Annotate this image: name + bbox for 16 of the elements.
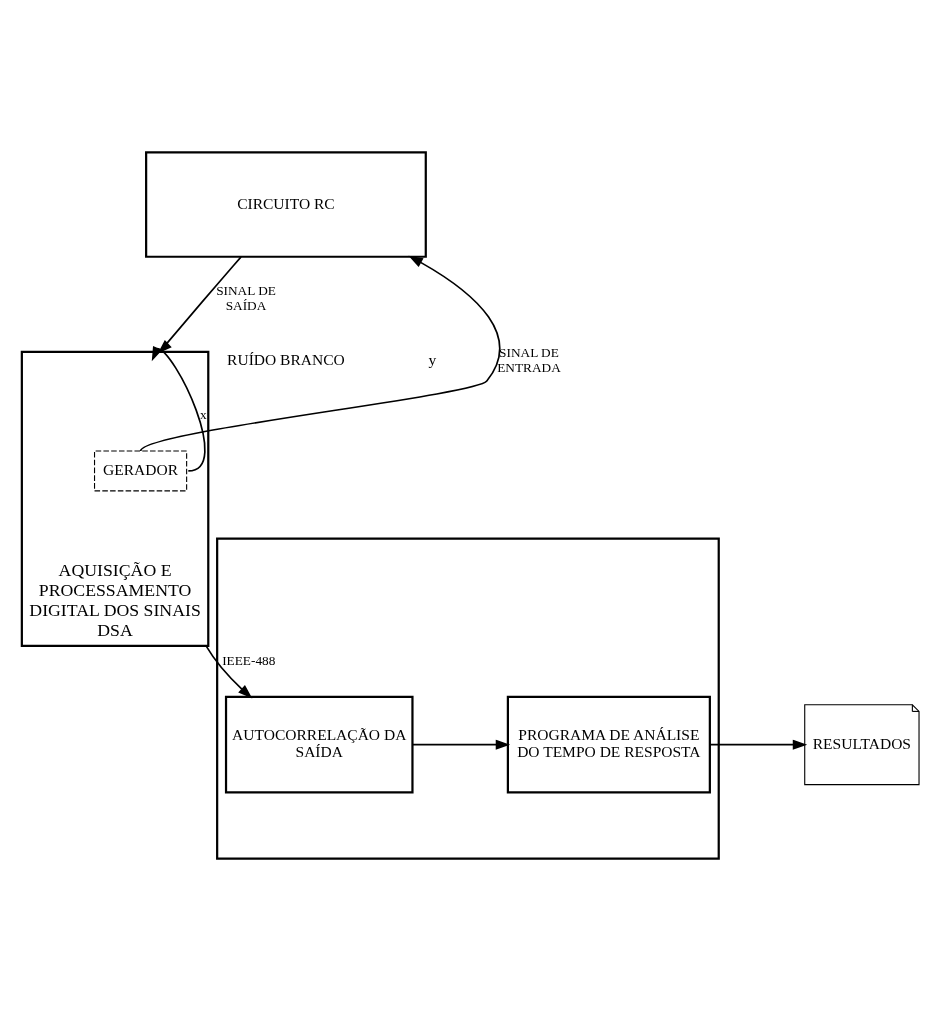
arrow [709,739,808,750]
node-box: AUTOCORRELAÇÃO DA SAÍDA [224,695,414,794]
label: RUÍDO BRANCO [227,351,345,369]
edge-label: x [199,407,207,423]
edge-label: IEEE-488 [222,653,276,669]
cluster [216,537,720,860]
edge-label: SINAL DE ENTRADA [497,345,561,375]
node-box: PROGRAMA DE ANÁLISE DO TEMPO DE RESPOSTA [506,695,711,794]
edge-label: SINAL DE SAÍDA [216,283,276,313]
arrow [151,256,242,472]
arrow [205,645,253,699]
label: y [428,351,437,369]
arrow [139,255,501,452]
node-box: GERADOR [93,450,188,492]
node-box: CIRCUITO RC [145,151,427,258]
arrow [411,739,511,750]
